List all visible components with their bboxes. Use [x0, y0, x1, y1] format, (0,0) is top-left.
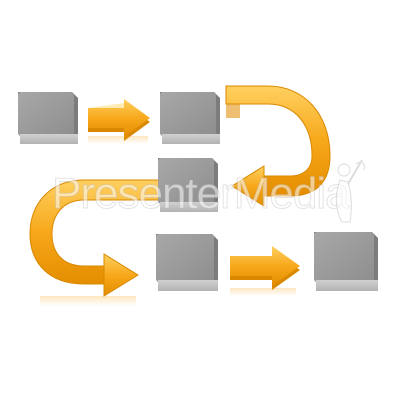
arrow-4-5: [230, 246, 300, 296]
block-5: [314, 232, 378, 291]
watermark-text: PresenterMedia: [52, 169, 350, 218]
arrow-1-2: [88, 99, 150, 144]
presenter-figure-icon: [335, 159, 366, 223]
block-1: [18, 92, 78, 144]
block-3: [158, 158, 218, 212]
block-2: [160, 92, 220, 144]
arrow-3-4: [29, 179, 161, 306]
arrow-2-3: [225, 85, 331, 207]
block-4: [156, 234, 218, 291]
